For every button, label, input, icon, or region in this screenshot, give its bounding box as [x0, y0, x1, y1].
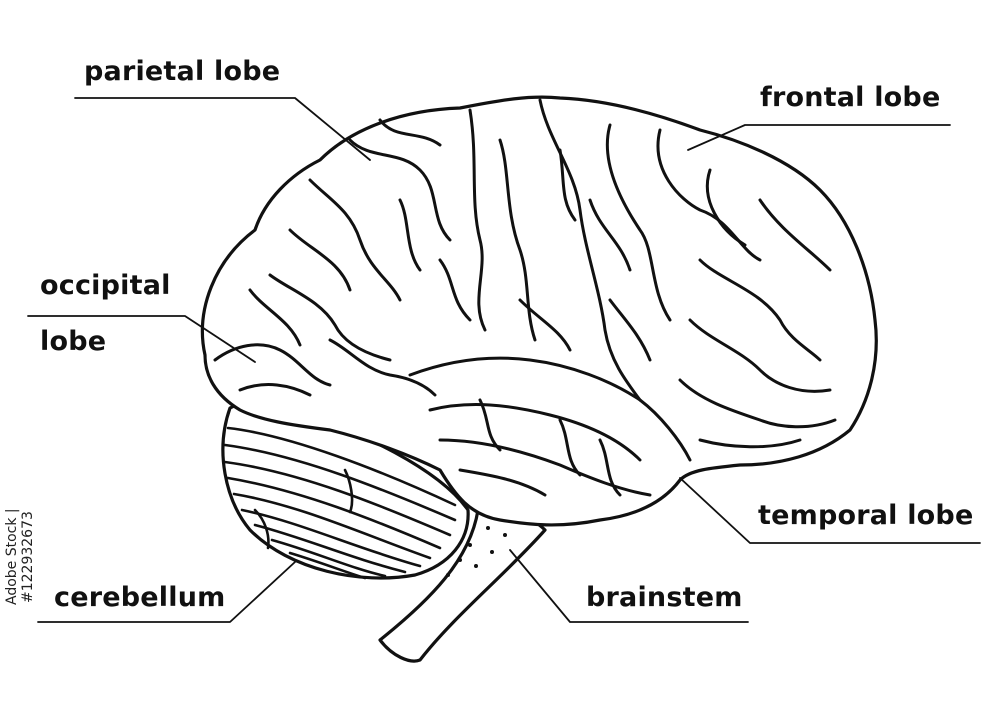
label-cerebellum: cerebellum	[54, 582, 226, 613]
cerebrum-sulci	[213, 98, 837, 497]
cerebrum-outline	[200, 95, 878, 527]
leader-occipital	[27, 315, 256, 363]
label-brainstem: brainstem	[586, 582, 743, 613]
label-occipital-line2: lobe	[40, 326, 107, 357]
stock-id-watermark: Adobe Stock | #122932673	[4, 508, 36, 606]
cerebellum-folia	[223, 426, 457, 580]
leader-lines	[27, 97, 981, 623]
brainstem-dots	[446, 526, 507, 577]
leader-frontal	[687, 124, 951, 151]
leader-temporal	[679, 477, 981, 544]
label-frontal-lobe: frontal lobe	[760, 82, 941, 113]
label-occipital-line1: occipital	[40, 270, 171, 301]
leader-brainstem	[509, 549, 749, 623]
leader-cerebellum	[37, 561, 296, 623]
label-parietal-lobe: parietal lobe	[84, 56, 281, 87]
leader-parietal	[74, 97, 371, 161]
label-temporal-lobe: temporal lobe	[758, 500, 974, 531]
